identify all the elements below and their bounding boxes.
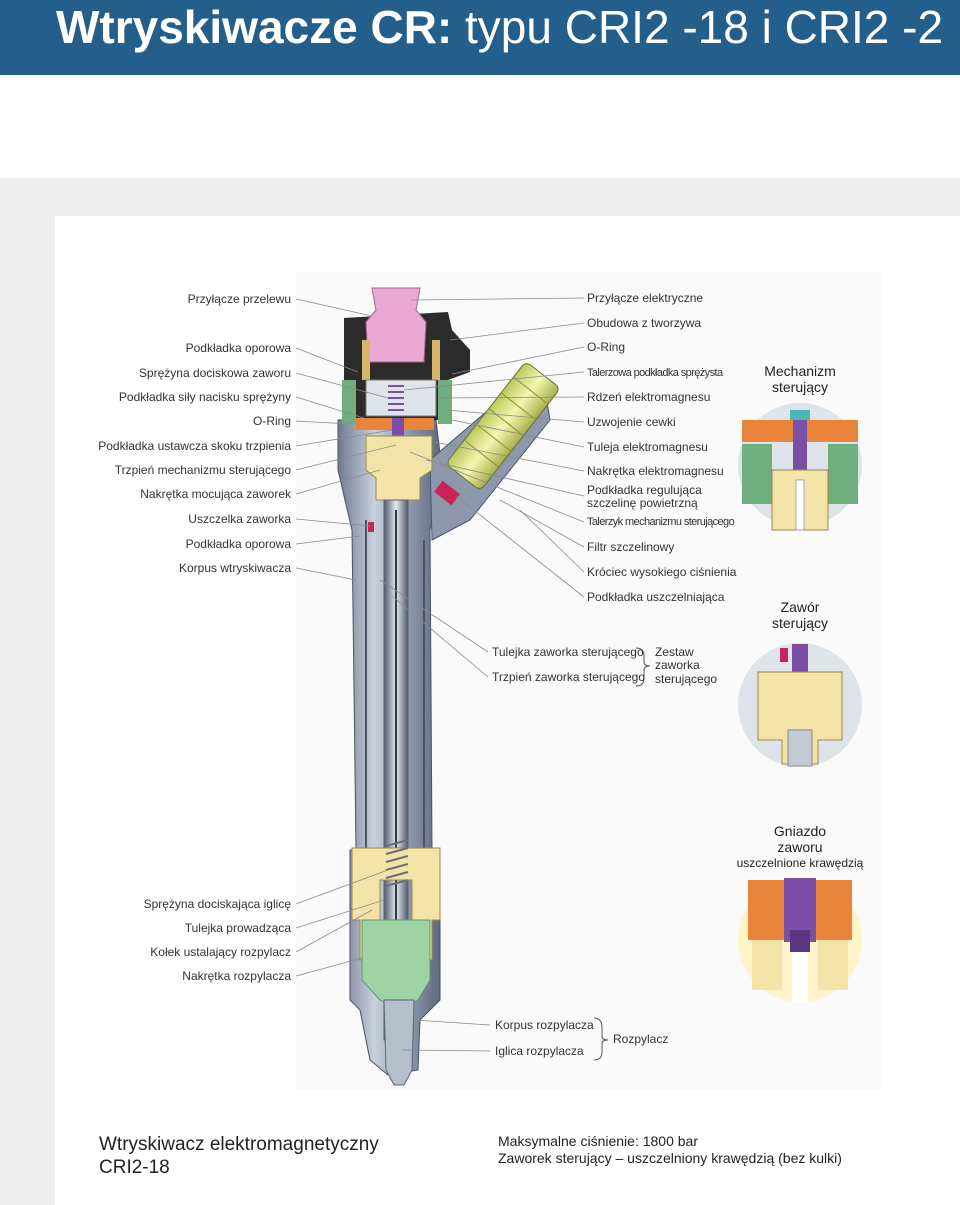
label-electrical-connector: Przyłącze elektryczne [587, 291, 704, 305]
label-magnet-sleeve: Tuleja elektromagnesu [587, 440, 708, 454]
label-nozzle-group: Rozpylacz [613, 1032, 669, 1046]
injector-body [337, 287, 559, 1086]
label-valve-sleeve: Tulejka zaworka sterującego [492, 645, 644, 659]
label-plastic-housing: Obudowa z tworzywa [587, 316, 702, 330]
label-stroke-shim: Podkładka ustawcza skoku trzpienia [98, 439, 291, 453]
label-guide-sleeve: Tulejka prowadząca [184, 921, 291, 935]
label-overflow-connector: Przyłącze przelewu [187, 292, 291, 306]
label-valve-seal: Uszczelka zaworka [188, 512, 291, 526]
label-locating-pin: Kołek ustalający rozpylacz [150, 945, 291, 959]
label-magnet-core: Rdzeń elektromagnesu [587, 390, 711, 404]
label-control-disc: Talerzyk mechanizmu sterującego [587, 516, 735, 528]
label-nozzle-needle: Iglica rozpylacza [495, 1044, 584, 1058]
label-valve-pin: Trzpień zaworka sterującego [492, 670, 645, 684]
label-thrust-washer-2: Podkładka oporowa [185, 537, 291, 551]
label-nozzle-nut: Nakrętka rozpylacza [182, 969, 291, 983]
page-title: Wtryskiwacze CR: typu CRI2 -18 i CRI2 -2 [56, 1, 944, 53]
label-oring-right: O-Ring [587, 340, 626, 354]
detail-mechanism [738, 403, 862, 531]
label-nozzle-body: Korpus rozpylacza [495, 1018, 594, 1032]
label-high-pressure-port: Króciec wysokiego ciśnienia [587, 565, 737, 579]
label-spring-force-shim: Podkładka siły nacisku sprężyny [118, 390, 291, 404]
valve-set-brace [635, 647, 651, 687]
label-thrust-washer: Podkładka oporowa [185, 341, 291, 355]
label-sealing-washer: Podkładka uszczelniająca [587, 590, 725, 604]
detail-valve [738, 643, 862, 767]
nozzle-brace [593, 1017, 609, 1061]
label-disc-spring: Talerzowa podkładka sprężysta [587, 367, 723, 379]
label-injector-body: Korpus wtryskiwacza [178, 561, 291, 575]
label-oring-left: O-Ring [252, 414, 291, 428]
label-needle-spring: Sprężyna dociskająca iglicę [143, 897, 291, 911]
label-valve-nut: Nakrętka mocująca zaworek [140, 487, 291, 501]
label-slot-filter: Filtr szczelinowy [587, 540, 675, 554]
label-valve-spring: Sprężyna dociskowa zaworu [138, 366, 291, 380]
label-magnet-nut: Nakrętka elektromagnesu [587, 464, 724, 478]
label-control-pin: Trzpień mechanizmu sterującego [114, 463, 291, 477]
label-valve-set-3: sterującego [655, 672, 718, 686]
label-valve-set-2: zaworka [655, 658, 700, 672]
label-air-gap-shim: Podkładka regulująca [587, 483, 702, 497]
page-header: Wtryskiwacze CR: typu CRI2 -18 i CRI2 -2 [0, 0, 960, 75]
detail-seat [738, 878, 862, 1002]
label-coil-winding: Uzwojenie cewki [587, 415, 676, 429]
label-valve-set-1: Zestaw [655, 645, 694, 659]
leader-lines-left [295, 298, 397, 977]
leader-lines-right [379, 297, 585, 1052]
label-air-gap-shim-2: szczelinę powietrzną [587, 496, 698, 510]
